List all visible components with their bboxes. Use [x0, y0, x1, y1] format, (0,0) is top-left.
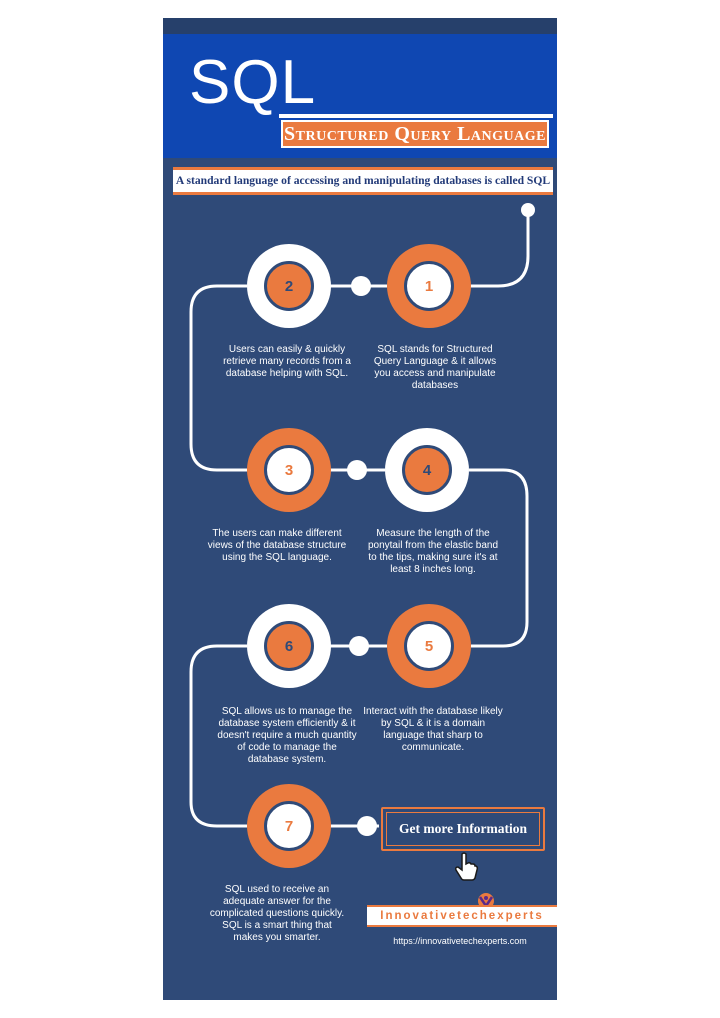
step-7-circle: 7: [247, 784, 331, 868]
brand-name-banner: Innovativetechexperts: [367, 905, 557, 927]
step-1-circle: 1: [387, 244, 471, 328]
step-3-circle: 3: [247, 428, 331, 512]
step-3-description: The users can make different views of th…: [207, 528, 347, 563]
step-7-number: 7: [264, 801, 314, 851]
step-2-description: Users can easily & quickly retrieve many…: [223, 344, 351, 379]
tagline-text: A standard language of accessing and man…: [175, 174, 551, 187]
infographic-poster: SQL Structured Query Language A standard…: [163, 18, 557, 1000]
header-banner: SQL Structured Query Language: [163, 34, 557, 158]
step-1-number: 1: [404, 261, 454, 311]
top-band: [163, 18, 557, 34]
step-4-description: Measure the length of the ponytail from …: [367, 528, 499, 575]
step-2-number: 2: [264, 261, 314, 311]
step-4-circle: 4: [385, 428, 469, 512]
step-1-description: SQL stands for Structured Query Language…: [373, 344, 497, 391]
connector-dot: [357, 816, 377, 836]
page-title: SQL: [189, 48, 317, 117]
subtitle-stripe: [279, 114, 553, 118]
get-more-information-button[interactable]: Get more Information: [381, 807, 545, 851]
step-7-description: SQL used to receive an adequate answer f…: [209, 884, 345, 943]
step-4-number: 4: [402, 445, 452, 495]
connector-dot: [351, 276, 371, 296]
connector-dot: [349, 636, 369, 656]
step-5-circle: 5: [387, 604, 471, 688]
step-3-number: 3: [264, 445, 314, 495]
connector-path: [189, 203, 535, 828]
hand-pointer-icon: [453, 852, 479, 887]
get-more-information-label[interactable]: Get more Information: [386, 812, 540, 846]
connector-dot: [347, 460, 367, 480]
step-6-number: 6: [264, 621, 314, 671]
website-link[interactable]: https://innovativetechexperts.com: [393, 936, 527, 946]
step-2-circle: 2: [247, 244, 331, 328]
step-5-number: 5: [404, 621, 454, 671]
step-6-circle: 6: [247, 604, 331, 688]
subtitle-banner: Structured Query Language: [281, 120, 549, 148]
tagline-banner: A standard language of accessing and man…: [173, 167, 553, 195]
step-6-description: SQL allows us to manage the database sys…: [217, 706, 357, 765]
step-5-description: Interact with the database likely by SQL…: [363, 706, 503, 753]
